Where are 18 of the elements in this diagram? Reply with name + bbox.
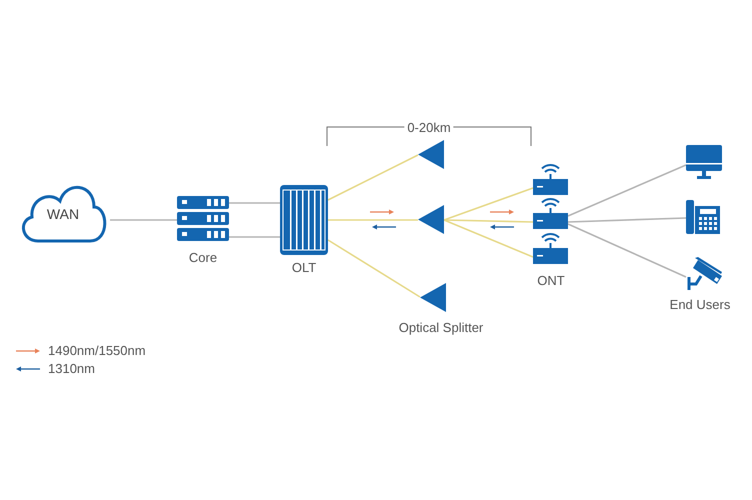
connector-line xyxy=(229,236,280,238)
dimension-label: 0-20km xyxy=(404,120,454,135)
connector-line xyxy=(444,219,534,258)
node-label: Core xyxy=(188,250,218,265)
node-label: WAN xyxy=(46,207,80,222)
connector-line xyxy=(110,219,177,221)
connector-line xyxy=(568,223,686,278)
connector-line xyxy=(568,217,686,223)
connector-line xyxy=(444,219,534,223)
connector-line xyxy=(229,202,280,204)
legend-label: 1310nm xyxy=(48,361,95,376)
connector-line xyxy=(444,187,534,221)
connector-line xyxy=(328,239,420,298)
connector-line xyxy=(328,219,418,221)
legend-label: 1490nm/1550nm xyxy=(48,343,146,358)
connector-line xyxy=(568,164,686,217)
connector-line xyxy=(328,154,418,201)
node-label: OLT xyxy=(290,260,318,275)
